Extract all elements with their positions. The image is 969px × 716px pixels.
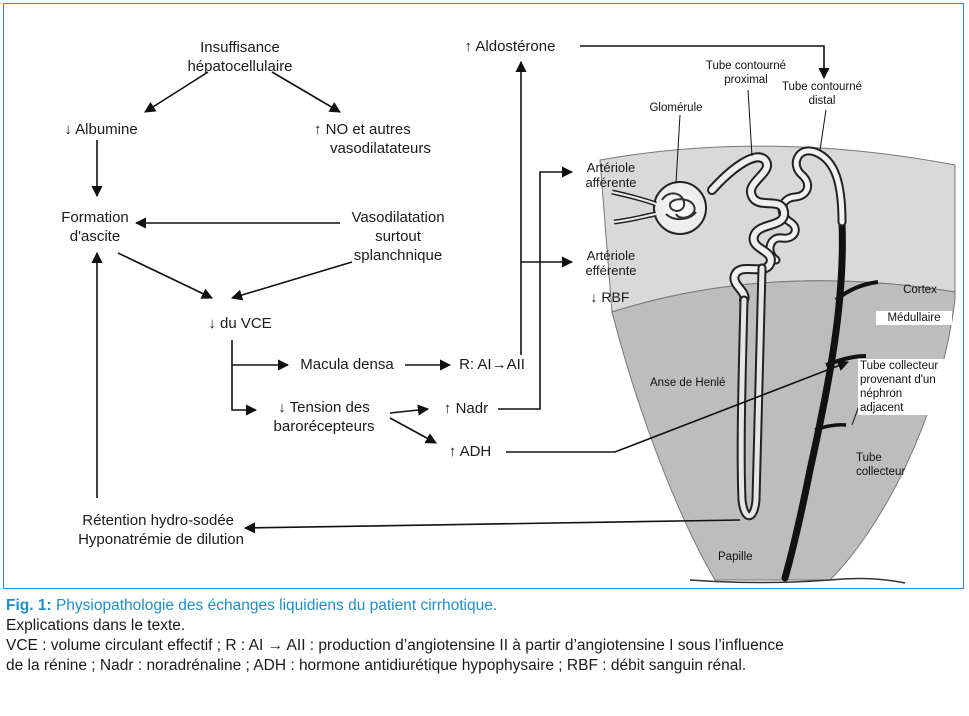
arrow-vasodil-vce [232, 262, 352, 298]
label-tube-collecteur: Tube collecteur [856, 451, 926, 479]
node-retention-line1: Rétention hydro-sodée [4, 511, 244, 530]
node-arteriole-efferente: Artériole efférente [576, 248, 646, 278]
caption-line3: VCE : volume circulant effectif ; R : AI… [6, 636, 964, 656]
node-art-eff-line2: efférente [576, 263, 646, 278]
node-vasodilatation: Vasodilatation surtout splanchnique [338, 208, 458, 265]
label-papille: Papille [718, 550, 768, 564]
node-nadr: ↑ Nadr [434, 399, 498, 418]
node-arteriole-afferente: Artériole afférente [576, 160, 646, 190]
label-coll-adj-line3: néphron [860, 387, 958, 401]
glomerulus [654, 182, 706, 234]
node-no-line2: vasodilatateurs [314, 139, 444, 158]
label-tcd-line2: distal [772, 94, 872, 108]
node-formation-ascite: Formation d'ascite [45, 208, 145, 246]
medulla-region [612, 281, 955, 580]
figure-caption: Fig. 1: Physiopathologie des échanges li… [6, 596, 964, 676]
label-anse-henle: Anse de Henlé [650, 376, 740, 390]
node-adh: ↑ ADH [438, 442, 502, 461]
node-vce: ↓ du VCE [190, 314, 290, 333]
node-art-eff-line1: Artériole [576, 248, 646, 263]
caption-line2: Explications dans le texte. [6, 616, 964, 636]
node-insuffisance-line1: Insuffisance [175, 38, 305, 57]
node-formation-line2: d'ascite [45, 227, 145, 246]
node-retention-line2: Hyponatrémie de dilution [4, 530, 244, 549]
arrow-nadr-arterioles [498, 262, 540, 409]
caption-title-line: Fig. 1: Physiopathologie des échanges li… [6, 596, 964, 616]
node-tension-line2: barorécepteurs [258, 417, 390, 436]
node-aldosterone: ↑ Aldostérone [440, 37, 580, 56]
node-art-aff-line2: afférente [576, 175, 646, 190]
node-macula-densa: Macula densa [292, 355, 402, 374]
arrow-kidney-retention [245, 520, 740, 528]
arrow-tension-nadr [390, 409, 428, 413]
node-rbf: ↓ RBF [580, 288, 640, 307]
arrow-vce-macula [232, 340, 288, 365]
arrow-vce-tension [232, 365, 256, 410]
node-tension-line1: ↓ Tension des [258, 398, 390, 417]
node-retention: Rétention hydro-sodée Hyponatrémie de di… [4, 511, 244, 549]
node-art-aff-line1: Artériole [576, 160, 646, 175]
arrow-insuff-no [272, 72, 340, 112]
label-coll-adj-line4: adjacent [860, 401, 958, 415]
label-coll-line2: collecteur [856, 465, 926, 479]
node-vasodil-line2: surtout [338, 227, 458, 246]
node-insuffisance-line2: hépatocellulaire [175, 57, 305, 76]
caption-line4: de la rénine ; Nadr : noradrénaline ; AD… [6, 656, 964, 676]
node-albumine: ↓ Albumine [46, 120, 156, 139]
node-vasodil-line3: splanchnique [338, 246, 458, 265]
label-tcd-line1: Tube contourné [772, 80, 872, 94]
label-tcd: Tube contourné distal [772, 80, 872, 108]
node-insuffisance: Insuffisance hépatocellulaire [175, 38, 305, 76]
node-formation-line1: Formation [45, 208, 145, 227]
node-no-line1: ↑ NO et autres [314, 120, 444, 139]
label-collecteur-adjacent: Tube collecteur provenant d'un néphron a… [858, 359, 960, 415]
arrow-insuff-albumine [145, 72, 208, 112]
label-medullaire: Médullaire [876, 311, 952, 325]
label-tcp-line1: Tube contourné [696, 59, 796, 73]
label-coll-adj-line1: Tube collecteur [860, 359, 958, 373]
node-renine: R: AI→AII [452, 355, 532, 374]
node-tension: ↓ Tension des barorécepteurs [258, 398, 390, 436]
arrow-to-afferent [540, 172, 572, 262]
arrow-tension-adh [390, 418, 436, 443]
caption-fig-number: Fig. 1: [6, 597, 52, 614]
label-cortex: Cortex [895, 283, 945, 297]
label-glomerule: Glomérule [636, 101, 716, 115]
caption-title: Physiopathologie des échanges liquidiens… [52, 597, 498, 614]
label-coll-line1: Tube [856, 451, 926, 465]
arrow-formation-vce [118, 253, 212, 298]
node-no-vasodilatateurs: ↑ NO et autres vasodilatateurs [314, 120, 444, 158]
node-vasodil-line1: Vasodilatation [338, 208, 458, 227]
label-coll-adj-line2: provenant d'un [860, 373, 958, 387]
